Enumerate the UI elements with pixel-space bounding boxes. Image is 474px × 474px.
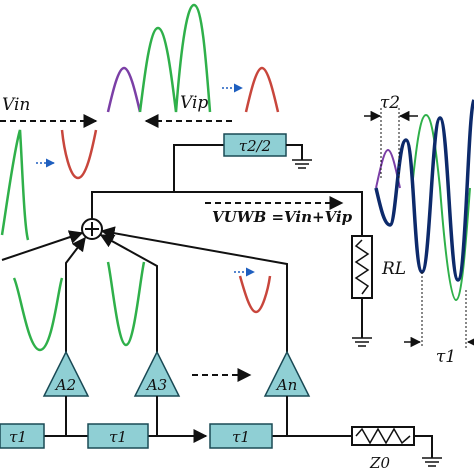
tau2-label: τ2: [380, 93, 400, 113]
uwb-purple-wave: [375, 148, 401, 189]
delay-block-3: [209, 423, 273, 449]
rl-resistor: [351, 235, 373, 299]
delay-block-1: [0, 423, 45, 449]
vip-label: Vip: [180, 93, 208, 113]
uwb-output-wave: [374, 99, 474, 282]
z0-ground-wire: [414, 435, 433, 458]
amplifier-an-label: An: [275, 376, 298, 394]
ground-icon-rl: [352, 337, 372, 347]
vin-green-wave: [0, 129, 30, 241]
sum-input-a2: [65, 236, 86, 352]
vip-green-wave: [138, 3, 212, 113]
tau2-half-wire: [173, 144, 224, 192]
vip-red-wave: [244, 66, 280, 113]
a2-green-pulse: [12, 277, 64, 352]
output-bus: [91, 191, 363, 236]
vip-purple-wave: [106, 66, 142, 113]
sum-input-an: [100, 226, 288, 352]
amplifier-a2-label: A2: [54, 376, 76, 394]
vuwb-equation: VUWB =Vin+Vip: [212, 208, 353, 226]
sum-input-a3: [99, 234, 158, 352]
tau2-half-label: τ2/2: [239, 137, 271, 155]
delay-block-2-label: τ1: [109, 428, 127, 446]
sum-input-left: [1, 230, 84, 261]
a3-green-pulse: [106, 261, 146, 347]
ground-icon-z0: [422, 457, 442, 467]
tau2-half-ground-wire: [286, 144, 303, 160]
tau1-label-right: τ1: [436, 347, 456, 367]
delay-block-2: [87, 423, 149, 449]
z0-label: Z0: [369, 454, 390, 472]
amplifier-a3-label: A3: [145, 376, 167, 394]
uwb-green-wave: [411, 113, 471, 302]
ground-icon: [292, 159, 312, 169]
vin-label: Vin: [2, 95, 30, 115]
z0-zigzag: [355, 427, 411, 445]
rl-zigzag: [354, 239, 370, 295]
an-red-pulse: [238, 275, 272, 314]
vin-red-wave: [60, 129, 98, 180]
rl-label: RL: [381, 259, 406, 279]
delay-block-3-label: τ1: [232, 428, 250, 446]
delay-block-1-label: τ1: [9, 428, 27, 446]
